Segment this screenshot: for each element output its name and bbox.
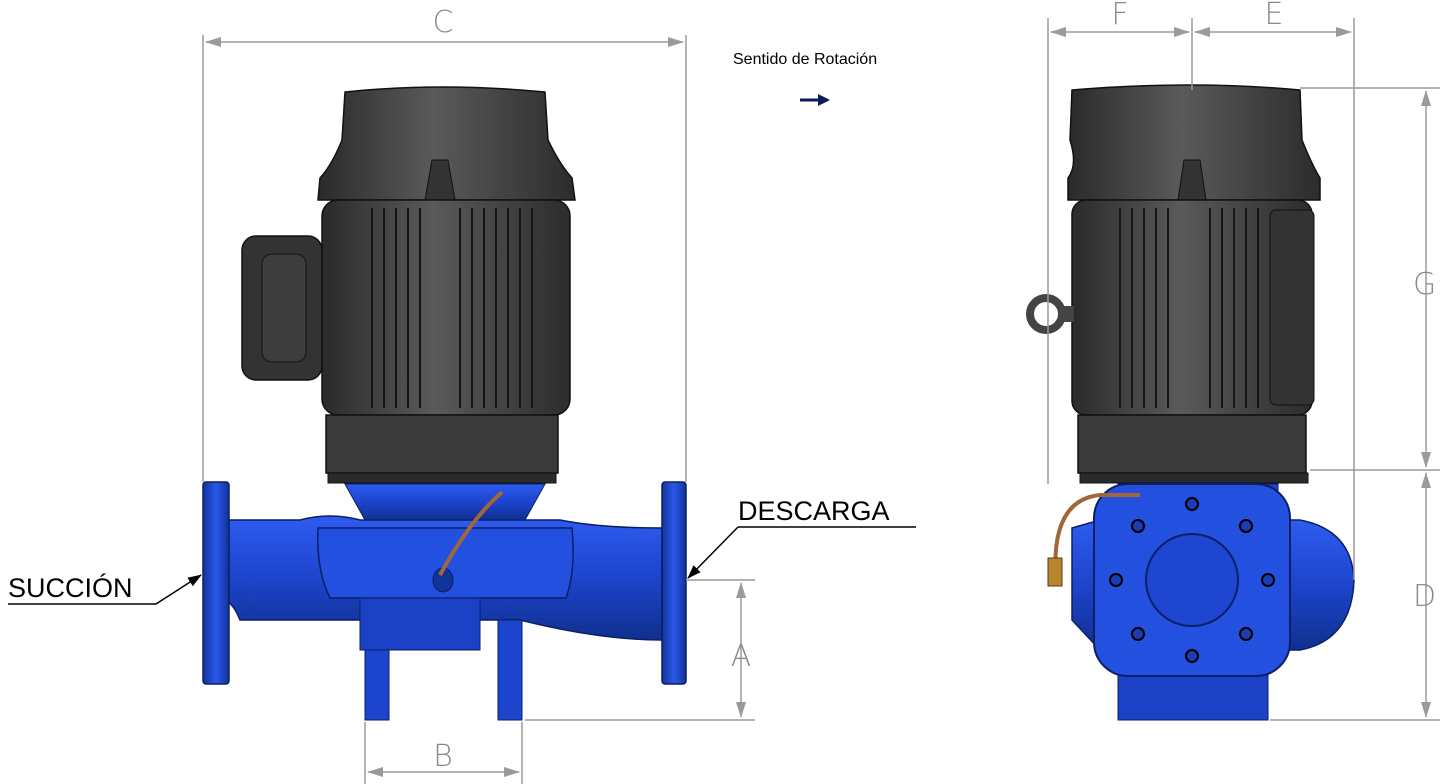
eye-bolt [1026,294,1066,334]
dimension-label-e: E [1265,0,1284,32]
flange-bore [1145,533,1239,627]
pump-lantern [344,483,546,521]
seal-flush-pipe [438,490,504,576]
suction-callout: SUCCIÓN [8,572,202,605]
discharge-label: DESCARGA [738,496,890,526]
dimension-label-b: B [433,739,453,774]
pump-leg-right [497,619,523,721]
dimension-label-d: D [1413,579,1436,614]
side-motor-fan-cover [1067,84,1321,201]
pump-lower-body [359,597,481,651]
motor-cooling-fins [371,208,533,408]
discharge-flange [661,481,687,685]
dimension-label-f: F [1111,0,1128,32]
suction-flange [202,481,230,685]
pump-leg-left [364,649,390,721]
dimension-label-c: C [433,5,454,40]
suction-label: SUCCIÓN [8,572,133,603]
flange-bolts [1109,497,1275,663]
motor-fan-cover [317,86,576,201]
side-view [1026,84,1355,721]
dimension-label-g: G [1413,267,1436,302]
dimension-label-a: A [731,639,752,674]
dimension-lines [202,18,1440,784]
rotation-label: Sentido de Rotación [733,51,877,68]
discharge-callout: DESCARGA [687,496,916,579]
front-view [202,86,687,721]
motor-bracket [325,414,559,474]
rotation-arrow-icon [800,94,830,106]
